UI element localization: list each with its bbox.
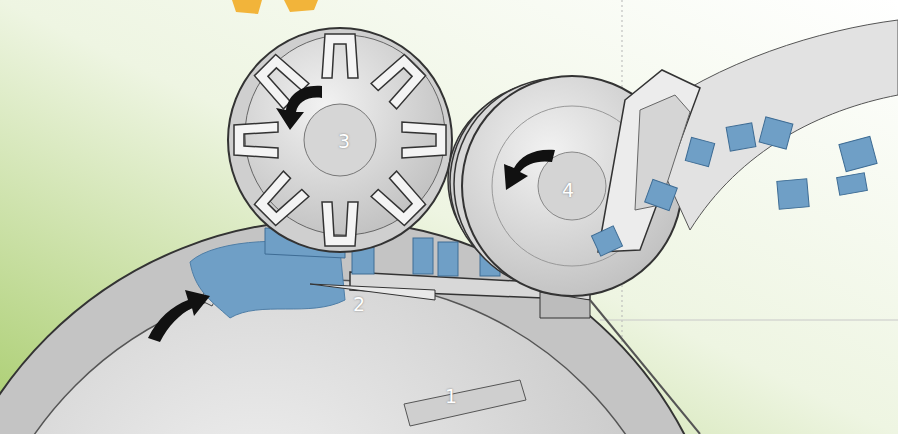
shear-edge-plate: [310, 272, 700, 434]
product-piece: [284, 0, 318, 12]
rotation-arrow: [148, 86, 555, 342]
guide-line: [600, 320, 898, 321]
knife-blade: [310, 284, 435, 300]
stripper-comb: [598, 20, 898, 252]
callout-number: 4: [562, 179, 574, 201]
cross-cut-knife-drum: [228, 28, 452, 252]
callout-number: 3: [338, 130, 350, 152]
product-piece: [232, 0, 262, 14]
callout-number: 2: [353, 293, 365, 315]
diced-cubes: [591, 117, 877, 256]
callout-number: 1: [445, 385, 457, 407]
